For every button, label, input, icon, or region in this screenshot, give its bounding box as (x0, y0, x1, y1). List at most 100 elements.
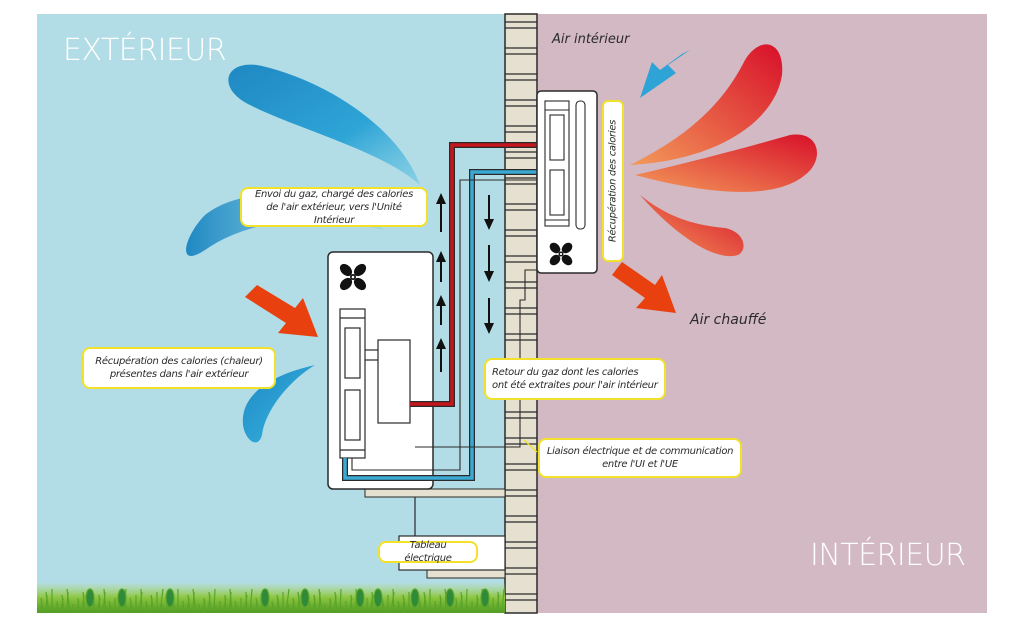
fern-leaf (117, 588, 127, 608)
grass-blade (292, 597, 296, 614)
grass-blade (124, 603, 128, 614)
arrow-down-icon (484, 195, 494, 230)
arrow-up-icon (436, 338, 446, 372)
fern-leaf (480, 588, 490, 608)
grass-blade (250, 603, 254, 614)
grass-blade (145, 600, 149, 614)
fern-leaf (165, 588, 175, 608)
grass-blade (61, 594, 65, 614)
grass-blade (213, 603, 218, 614)
wall (504, 13, 538, 614)
grass-blade (476, 594, 479, 614)
grass-blade (161, 603, 164, 614)
inside-heat-plumes (630, 44, 817, 257)
arrow-down-icon (484, 298, 494, 334)
grass-blade (203, 597, 206, 614)
inside-zone-label: INTÉRIEUR (810, 538, 966, 573)
grass-blade (192, 588, 197, 614)
grass-blade (129, 597, 134, 614)
grass-blade (108, 600, 113, 614)
grass-blade (371, 591, 374, 614)
callout-leaders (523, 439, 538, 453)
arrow-up-icon (436, 251, 446, 282)
fern-leaf (355, 588, 365, 608)
grass-blade (497, 591, 500, 614)
grass-blade (313, 594, 317, 614)
grass-blade (392, 588, 395, 614)
grass-blade (245, 591, 248, 614)
grass-decoration (37, 582, 505, 614)
grass-blade (276, 594, 281, 614)
outside-zone-label: EXTÉRIEUR (63, 33, 227, 68)
grass-blade (40, 597, 44, 614)
grass-blade (98, 594, 101, 614)
grass-blade (308, 600, 311, 614)
fern-leaf (373, 588, 383, 608)
outdoor-unit (327, 251, 434, 490)
grass-blade (285, 588, 290, 614)
grass-blade (77, 597, 80, 614)
grass-blade (287, 603, 290, 614)
grass-blade (455, 597, 458, 614)
fern-leaf (260, 588, 270, 608)
fan-icon-indoor (549, 242, 573, 266)
grass-blade (460, 591, 464, 614)
arrow-up-icon (436, 193, 446, 232)
arrow-up-icon (436, 295, 446, 325)
callout-electrical-link-line1: Liaison électrique et de communication (546, 446, 734, 457)
grass-blade (255, 597, 260, 614)
grass-blade (434, 600, 437, 614)
arrow-down-icon (484, 245, 494, 282)
heat-plume-bottom (640, 195, 744, 257)
grass-blade (397, 600, 401, 614)
grass-blade (187, 594, 191, 614)
grass-blade (224, 594, 227, 614)
grass-blade (439, 594, 443, 614)
grass-blade (297, 591, 302, 614)
heated-air-arrow (612, 262, 676, 313)
callout-heat-recovery-outside: Récupération des calories (chaleur) prése… (82, 347, 276, 389)
callout-heat-recovery-outside-line2: présentes dans l'air extérieur (109, 369, 249, 380)
grass-blade (271, 600, 275, 614)
grass-blade (56, 600, 59, 614)
grass-blade (423, 591, 428, 614)
fern-leaf (85, 588, 95, 608)
callout-heat-recovery-outside-line1: Récupération des calories (chaleur) (95, 356, 263, 367)
grass-blade (350, 594, 353, 614)
heated-air-label: Air chauffé (690, 312, 767, 328)
grass-blade (82, 591, 86, 614)
grass-blade (140, 588, 143, 614)
callout-gas-send-line1: Envoi du gaz, chargé des calories (254, 188, 414, 200)
callout-gas-send-line2: de l'air extérieur, vers l'Unité Intérie… (266, 201, 402, 226)
outdoor-unit-bracket (364, 488, 506, 498)
grass-blade (334, 591, 338, 614)
fern-leaf (410, 588, 420, 608)
blue-swirl-bottom (242, 365, 315, 443)
blue-swirl-top (228, 64, 420, 185)
grass-blade (234, 600, 239, 614)
grass-blade (150, 594, 155, 614)
grass-blade (501, 588, 505, 614)
grass-blade (229, 588, 233, 614)
indoor-unit (536, 90, 598, 274)
grass-blade (103, 588, 107, 614)
fern-leaf (445, 588, 455, 608)
grass-blade (182, 600, 185, 614)
flow-arrows (436, 193, 494, 372)
callout-heat-recovery-inside: Récupération des calories (602, 100, 624, 262)
grass-blade (381, 597, 386, 614)
callout-electrical-link: Liaison électrique et de communication en… (538, 438, 742, 478)
heat-plume-middle (635, 134, 817, 192)
grass-blade (402, 594, 407, 614)
grass-blade (318, 588, 323, 614)
heat-plume-top (630, 44, 783, 165)
callout-gas-return-line1: Retour du gaz dont les calories (492, 367, 639, 378)
grass-blade (465, 603, 470, 614)
callout-electrical-link-line2: entre l'UI et l'UE (602, 459, 678, 470)
grass-blade (208, 591, 212, 614)
grass-blade (213, 588, 216, 614)
grass-blade (66, 588, 71, 614)
grass-blade (249, 588, 253, 614)
